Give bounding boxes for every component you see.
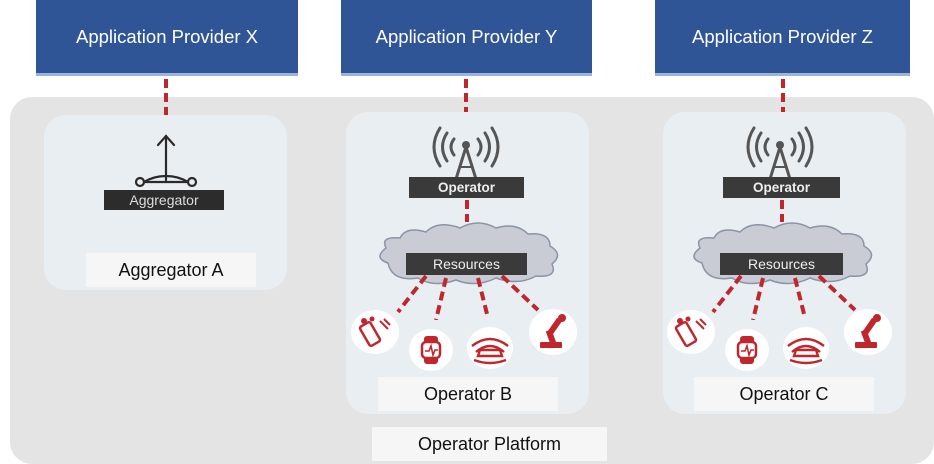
smartwatch-icon <box>409 329 453 371</box>
drone-phone-icon <box>351 310 399 354</box>
application-provider-y: Application Provider Y <box>341 0 592 76</box>
resource-links <box>396 274 540 320</box>
operator-c-name: Operator C <box>694 377 874 411</box>
connected-car-icon <box>467 327 513 369</box>
resources-box: Resources <box>720 253 843 275</box>
link-provider-y <box>464 79 468 125</box>
link-operator-resources <box>780 200 784 222</box>
robot-arm-icon <box>529 309 577 355</box>
drone-phone-icon <box>667 310 715 354</box>
antenna-tower-icon <box>746 126 814 179</box>
link-provider-z <box>781 79 785 125</box>
link-operator-resources <box>465 200 469 222</box>
application-provider-x: Application Provider X <box>36 0 298 76</box>
operator-box: Operator <box>409 177 524 198</box>
connected-car-icon <box>783 327 829 369</box>
link-provider-x <box>164 79 168 116</box>
aggregator-box: Aggregator <box>104 190 224 210</box>
antenna-tower-icon <box>432 126 500 179</box>
aggregator-hub-icon <box>134 134 198 188</box>
resources-box: Resources <box>406 253 527 275</box>
operator-box: Operator <box>723 177 840 198</box>
robot-arm-icon <box>844 309 892 355</box>
aggregator-name: Aggregator A <box>86 253 256 287</box>
operator-b-name: Operator B <box>378 377 558 411</box>
operator-platform-label: Operator Platform <box>372 427 607 461</box>
smartwatch-icon <box>725 329 769 371</box>
resource-links <box>711 274 857 320</box>
application-provider-z: Application Provider Z <box>655 0 910 76</box>
